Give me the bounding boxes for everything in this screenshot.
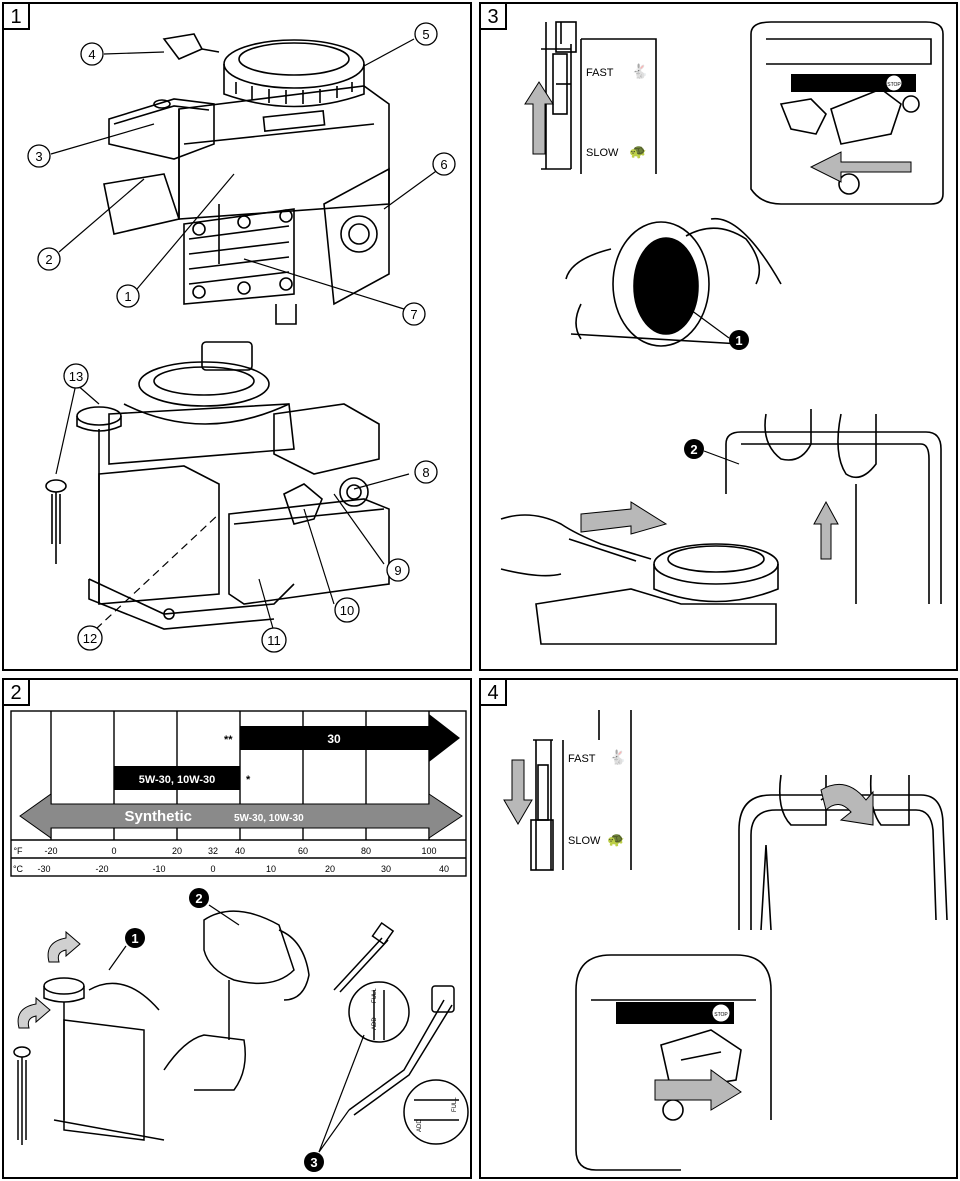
add-mark: ADD <box>417 1119 423 1132</box>
callout-12: 12 <box>83 631 97 646</box>
control-decal <box>791 74 916 92</box>
stop-sign-icon <box>711 1003 731 1023</box>
bar-5w30 <box>114 766 240 790</box>
left-arrow-icon <box>809 151 912 183</box>
callout-3: 3 <box>35 149 42 164</box>
callout-9: 9 <box>394 563 401 578</box>
engine-bottom-drawing <box>45 341 390 630</box>
turtle-icon: 🐢 <box>629 143 646 159</box>
f-unit: °F <box>13 846 23 856</box>
f-tick: 40 <box>235 846 245 856</box>
synthetic-label: Synthetic <box>124 808 192 825</box>
f-tick: 32 <box>208 846 218 856</box>
badge-2: 2 <box>690 442 697 457</box>
c-tick: -20 <box>95 864 108 874</box>
panel-number: 1 <box>4 4 30 30</box>
f-tick: 80 <box>361 846 371 856</box>
rabbit-icon: 🐇 <box>609 749 626 766</box>
callout-11: 11 <box>267 633 281 648</box>
panel-number: 2 <box>4 680 30 706</box>
synthetic-grades-label: 5W-30, 10W-30 <box>234 813 304 824</box>
panel-2: 2 30 5W-30, 10W-30 Synthetic 5W-30, 10W-… <box>2 678 472 1179</box>
fast-label: FAST <box>586 67 614 79</box>
right-arrow-icon <box>654 1069 742 1111</box>
c-tick: 40 <box>439 864 449 874</box>
rotate-arrow-icon <box>47 930 81 963</box>
full-mark: FULL <box>372 988 378 1003</box>
callout-13: 13 <box>69 369 83 384</box>
f-tick: 100 <box>421 846 436 856</box>
bar-synthetic <box>19 793 463 839</box>
single-star-note: * <box>246 774 251 786</box>
stop-sign-icon <box>885 74 903 92</box>
c-tick: 0 <box>210 864 215 874</box>
push-arrow-icon <box>580 501 668 535</box>
c-tick: 30 <box>381 864 391 874</box>
callout-4: 4 <box>88 47 95 62</box>
callout-5: 5 <box>422 27 429 42</box>
badge-1: 1 <box>735 333 742 348</box>
rotation-arrows <box>17 930 81 1029</box>
f-tick: -20 <box>44 846 57 856</box>
bar-5w30-label: 5W-30, 10W-30 <box>139 774 216 786</box>
c-unit: °C <box>13 864 24 874</box>
callout-7: 7 <box>410 307 417 322</box>
rabbit-icon: 🐇 <box>631 63 648 80</box>
callout-1: 1 <box>124 289 131 304</box>
oil-chart-and-dipstick: 30 5W-30, 10W-30 Synthetic 5W-30, 10W-30… <box>10 710 469 1172</box>
up-arrow-icon <box>813 500 839 560</box>
slow-label: SLOW <box>586 147 619 159</box>
panel-1: 1 <box>2 2 472 671</box>
stop-text: STOP <box>887 82 901 88</box>
engine-illustration: 4 5 3 6 2 1 7 13 8 9 10 11 12 <box>27 22 456 653</box>
callout-group <box>27 22 456 653</box>
engine-top-drawing <box>103 33 390 325</box>
callout-2: 2 <box>45 252 52 267</box>
add-mark: ADD <box>372 1017 378 1030</box>
f-tick: 20 <box>172 846 182 856</box>
badge-group: 1 2 <box>684 330 749 459</box>
rotate-arrow-icon <box>17 996 51 1029</box>
fast-label: FAST <box>568 753 596 765</box>
callout-10: 10 <box>340 603 354 618</box>
turtle-icon: 🐢 <box>607 831 624 847</box>
panel-4: 4 STOP <box>479 678 958 1179</box>
starting-illustration: STOP FAST 🐇 SLOW 🐢 1 2 <box>500 21 944 645</box>
bar-30 <box>240 714 460 762</box>
up-arrow-icon <box>524 81 554 155</box>
badge-3: 3 <box>310 1155 317 1170</box>
callout-8: 8 <box>422 465 429 480</box>
c-tick: -10 <box>152 864 165 874</box>
f-tick: 0 <box>111 846 116 856</box>
c-tick: 20 <box>325 864 335 874</box>
c-tick: 10 <box>266 864 276 874</box>
temperature-scale: °F °C -20 0 20 32 40 60 80 100 -30 -20 -… <box>13 846 449 874</box>
bar-30-label: 30 <box>327 732 341 746</box>
panel-number: 4 <box>481 680 507 706</box>
callout-6: 6 <box>440 157 447 172</box>
panel-number: 3 <box>481 4 507 30</box>
panel-3: 3 <box>479 2 958 671</box>
stopping-illustration: STOP FAST 🐇 SLOW 🐢 <box>503 710 948 1171</box>
rotate-arrow-icon <box>820 783 874 826</box>
f-tick: 60 <box>298 846 308 856</box>
slow-label: SLOW <box>568 835 601 847</box>
down-arrow-icon <box>503 759 533 825</box>
control-decal <box>616 1002 734 1024</box>
full-mark: FULL <box>452 1097 458 1112</box>
badge-group: 1 2 3 <box>125 888 324 1172</box>
stop-text: STOP <box>714 1012 728 1018</box>
double-star-note: ** <box>224 734 233 746</box>
dipstick-drawings <box>13 910 469 1145</box>
badge-2: 2 <box>195 891 202 906</box>
motion-arrows <box>524 81 912 560</box>
badge-1: 1 <box>131 931 138 946</box>
dipstick-marks: FULL ADD FULL ADD <box>372 988 458 1132</box>
c-tick: -30 <box>37 864 50 874</box>
